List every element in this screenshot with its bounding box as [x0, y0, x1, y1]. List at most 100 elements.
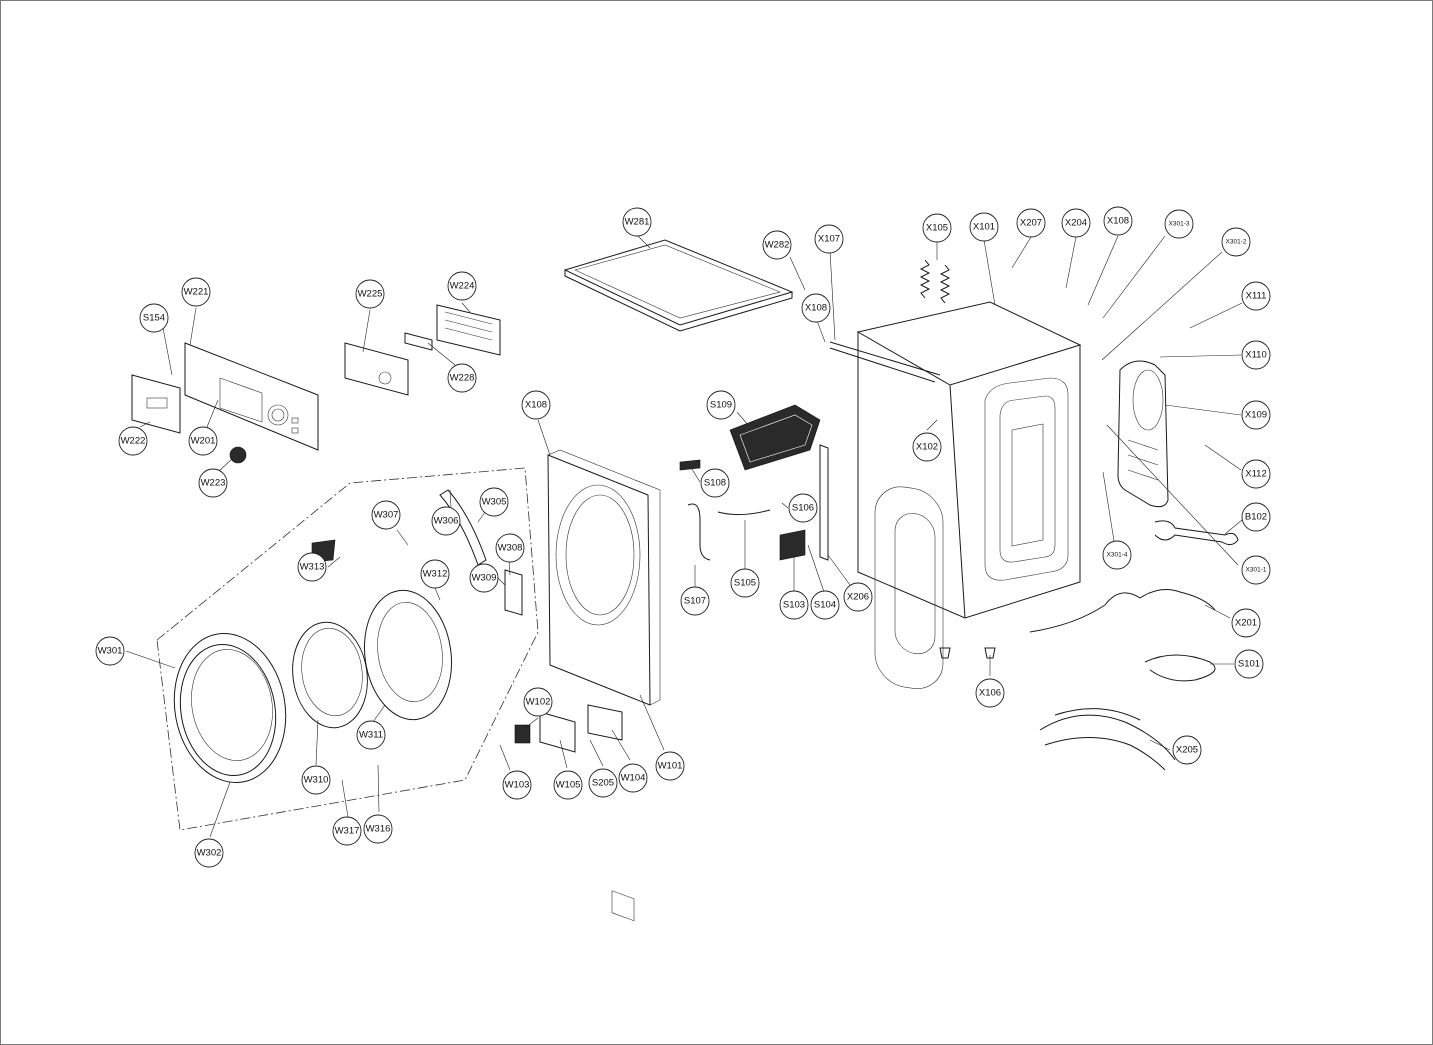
callout-circle: [655, 751, 685, 781]
callout-circle: [297, 552, 327, 582]
door-assembly-boundary: [156, 467, 539, 831]
callout-text: W105: [556, 780, 581, 791]
callout-circle: [706, 390, 736, 420]
callout-circle: [810, 590, 840, 620]
callout-circle: [188, 426, 218, 456]
callout-w311: W311: [356, 720, 386, 750]
callout-s101: S101: [1234, 649, 1264, 679]
feet-drawing: [939, 647, 996, 659]
callout-text: W305: [482, 497, 507, 508]
callout-circle: [420, 559, 450, 589]
callout-circle: [521, 390, 551, 420]
detergent-box-drawing: [729, 404, 821, 471]
callout-circle: [447, 363, 477, 393]
callout-s205: S205: [588, 768, 618, 798]
callout-circle: [332, 816, 362, 846]
callout-text: W317: [335, 826, 360, 837]
callout-circle: [118, 426, 148, 456]
callout-text: X101: [973, 222, 995, 233]
callout-w306: W306: [431, 506, 461, 536]
callout-circle: [469, 563, 499, 593]
callout-text: W312: [423, 569, 448, 580]
callout-text: X207: [1020, 218, 1042, 229]
callout-text: W282: [765, 240, 790, 251]
callout-circle: [1102, 540, 1132, 570]
wrench-drawing: [1154, 520, 1239, 546]
callout-text: X205: [1176, 745, 1198, 756]
pcb-drawing: [344, 304, 501, 396]
callout-text: X301-4: [1107, 552, 1128, 559]
callout-circle: [1103, 206, 1133, 236]
callout-w201: W201: [188, 426, 218, 456]
callout-circle: [363, 814, 393, 844]
callout-circle: [301, 765, 331, 795]
callout-text: W309: [472, 573, 497, 584]
callout-circle: [618, 763, 648, 793]
callout-circle: [588, 768, 618, 798]
callout-text: X106: [979, 688, 1001, 699]
callout-w308: W308: [495, 533, 525, 563]
callout-text: S106: [792, 503, 814, 514]
door-drawing: [173, 489, 523, 783]
callout-circle: [1172, 735, 1202, 765]
callout-text: S105: [734, 578, 756, 589]
callout-circle: [975, 678, 1005, 708]
callout-circle: [700, 468, 730, 498]
callout-text: W306: [434, 516, 459, 527]
callout-circle: [843, 582, 873, 612]
callout-text: W224: [450, 281, 475, 292]
callout-circle: [1241, 502, 1271, 532]
callout-w312: W312: [420, 559, 450, 589]
callout-w103: W103: [502, 770, 532, 800]
callout-circle: [1241, 555, 1271, 585]
callout-text: S205: [592, 778, 614, 789]
callout-x102: X102: [912, 432, 942, 462]
callout-circle: [181, 277, 211, 307]
callout-circle: [198, 468, 228, 498]
callout-w281: W281: [622, 207, 652, 237]
callout-text: W311: [359, 730, 383, 741]
callout-text: W316: [366, 824, 391, 835]
callout-w301: W301: [95, 636, 125, 666]
callout-w101: W101: [655, 751, 685, 781]
parts-artwork: [131, 239, 1239, 922]
callout-text: X110: [1245, 350, 1266, 361]
callout-circle: [139, 303, 169, 333]
callout-text: W225: [358, 289, 383, 300]
callout-w316: W316: [363, 814, 393, 844]
callout-circle: [356, 720, 386, 750]
callout-circle: [95, 636, 125, 666]
callout-s154: S154: [139, 303, 169, 333]
callout-circle: [730, 568, 760, 598]
callout-text: S154: [143, 313, 165, 324]
callout-circle: [431, 506, 461, 536]
cabinet-drawing: [829, 301, 1082, 689]
callout-s103: S103: [779, 590, 809, 620]
callout-s107: S107: [680, 586, 710, 616]
callout-text: S108: [704, 478, 726, 489]
callout-x105: X105: [922, 213, 952, 243]
callout-x206: X206: [843, 582, 873, 612]
callout-text: S107: [684, 596, 706, 607]
callout-text: X204: [1065, 218, 1087, 229]
callout-circle: [1231, 608, 1261, 638]
callout-text: W281: [625, 217, 650, 228]
callout-x301-4: X301-4: [1102, 540, 1132, 570]
callout-w282: W282: [762, 230, 792, 260]
callout-x301-2: X301-2: [1221, 227, 1251, 257]
callout-circle: [1164, 209, 1194, 239]
callout-circle: [779, 590, 809, 620]
callout-circle: [523, 687, 553, 717]
callout-circle: [814, 224, 844, 254]
callout-text: X201: [1235, 618, 1257, 629]
callout-w104: W104: [618, 763, 648, 793]
callout-x108: X108: [1103, 206, 1133, 236]
callout-text: X301-2: [1226, 239, 1247, 246]
callout-x301-3: X301-3: [1164, 209, 1194, 239]
callout-circle: [502, 770, 532, 800]
callout-s105: S105: [730, 568, 760, 598]
control-panel-drawing: [184, 342, 319, 451]
callout-text: X109: [1245, 410, 1267, 421]
callout-x111: X111: [1241, 281, 1271, 311]
callout-circle: [1016, 208, 1046, 238]
